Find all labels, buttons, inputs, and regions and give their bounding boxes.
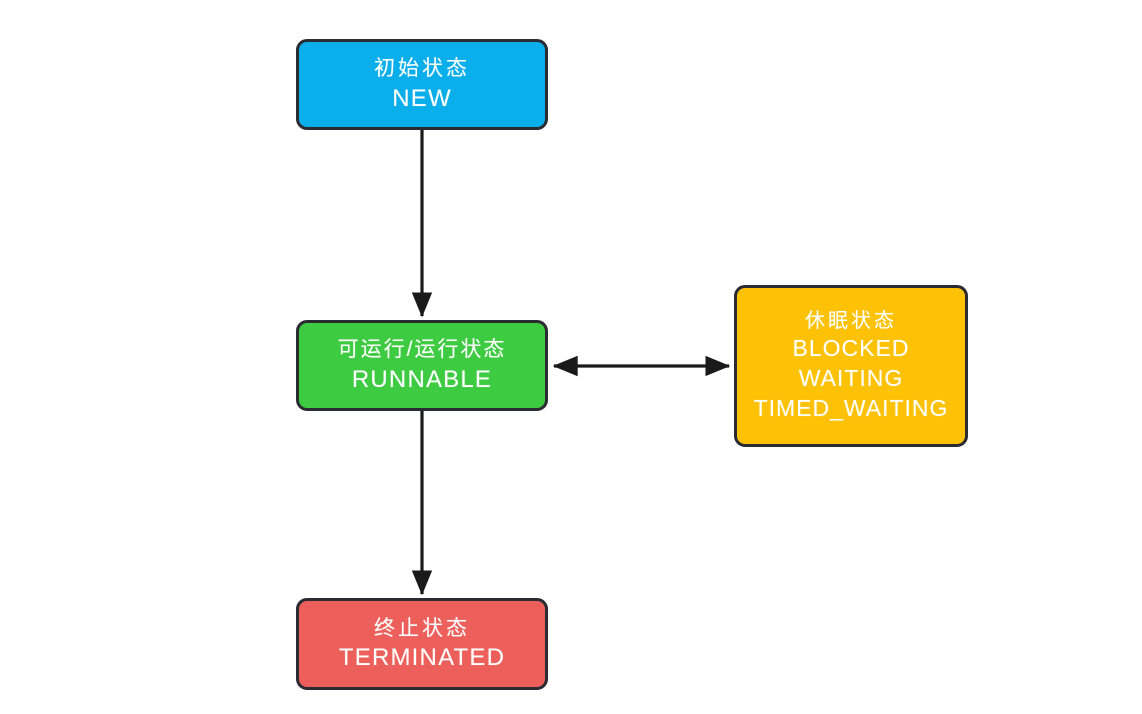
node-sleeping-en-label-waiting: WAITING bbox=[798, 365, 904, 392]
node-runnable[interactable]: 可运行/运行状态 RUNNABLE bbox=[296, 320, 548, 411]
node-runnable-cn-label: 可运行/运行状态 bbox=[337, 338, 507, 362]
node-terminated-cn-label: 终止状态 bbox=[374, 616, 470, 640]
node-new-cn-label: 初始状态 bbox=[374, 57, 470, 81]
node-sleeping[interactable]: 休眠状态 BLOCKED WAITING TIMED_WAITING bbox=[734, 285, 968, 447]
node-new[interactable]: 初始状态 NEW bbox=[296, 39, 548, 130]
node-runnable-en-label: RUNNABLE bbox=[351, 365, 493, 393]
node-sleeping-en-label-timed-waiting: TIMED_WAITING bbox=[753, 394, 949, 421]
node-terminated[interactable]: 终止状态 TERMINATED bbox=[296, 598, 548, 690]
node-new-en-label: NEW bbox=[392, 84, 452, 112]
node-sleeping-en-label-blocked: BLOCKED bbox=[792, 335, 910, 362]
node-sleeping-cn-label: 休眠状态 bbox=[805, 310, 897, 333]
node-terminated-en-label: TERMINATED bbox=[338, 644, 506, 672]
